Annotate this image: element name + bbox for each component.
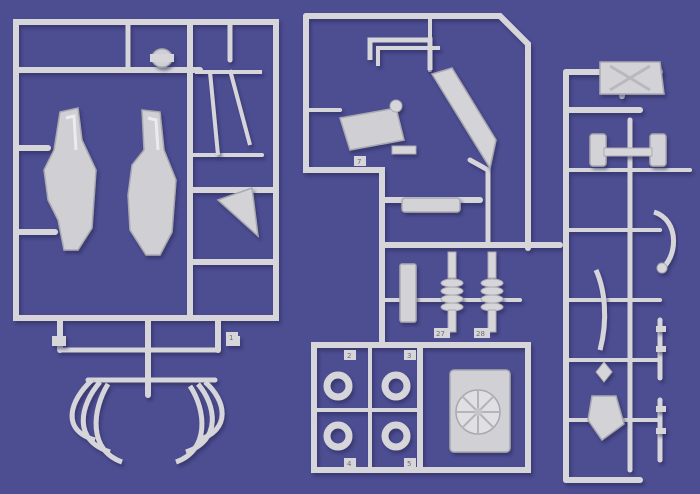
right-sprue-tree	[563, 69, 692, 483]
right-tree-parts	[587, 61, 676, 442]
part-number-28: 28	[476, 330, 485, 338]
middle-sprue-tree	[303, 13, 563, 473]
part-number-7: 7	[357, 158, 361, 166]
part-number-4: 4	[347, 460, 352, 468]
part-number-5: 5	[407, 460, 411, 468]
part-number-3: 3	[407, 352, 411, 360]
part-number-27: 27	[436, 330, 445, 338]
middle-tree-parts	[323, 37, 511, 453]
part-number-2: 2	[347, 352, 351, 360]
left-sprue-tree	[13, 19, 279, 398]
left-tree-parts	[43, 48, 262, 465]
part-number-tags: 7 1 27 28 2 3 4 5	[226, 156, 490, 468]
part-number-1: 1	[229, 334, 233, 342]
